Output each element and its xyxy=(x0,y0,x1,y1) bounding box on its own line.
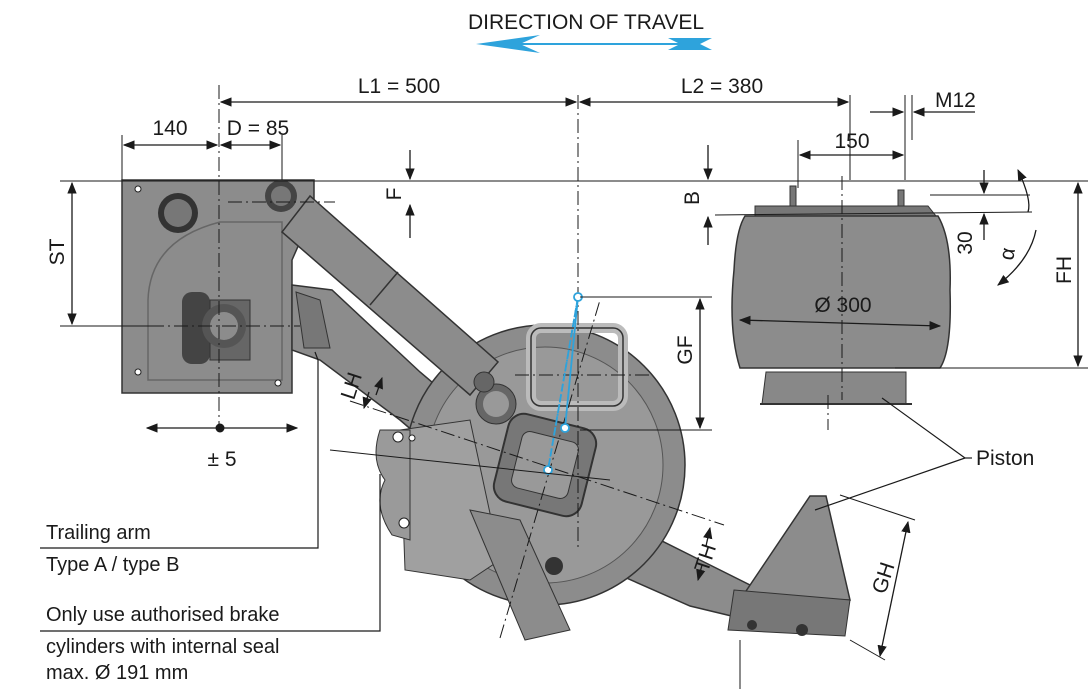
dim-m12: M12 xyxy=(935,89,976,112)
dim-140: 140 xyxy=(152,117,187,140)
reference-points xyxy=(543,292,583,475)
label-piston: Piston xyxy=(976,447,1034,470)
piston xyxy=(727,495,851,637)
brake-drum xyxy=(375,323,686,641)
extension-lines xyxy=(60,95,1088,689)
note-brake-line1: Only use authorised brake xyxy=(46,604,280,626)
dim-30: 30 xyxy=(954,231,977,254)
dim-alpha: α xyxy=(995,246,1020,262)
note-trailing-arm-line2: Type A / type B xyxy=(46,554,180,576)
dim-pm5: ± 5 xyxy=(207,448,236,471)
dim-gh: GH xyxy=(868,559,900,596)
dim-150: 150 xyxy=(834,130,869,153)
leader-lines xyxy=(40,351,972,632)
dim-dia300: Ø 300 xyxy=(814,294,871,317)
dim-f: F xyxy=(383,188,406,201)
hanger-bracket xyxy=(121,179,315,394)
dim-l2: L2 = 380 xyxy=(681,75,763,98)
dim-gf: GF xyxy=(674,335,697,364)
shock-absorber xyxy=(280,194,500,397)
note-brake-line2: cylinders with internal seal xyxy=(46,636,280,658)
dim-l1: L1 = 500 xyxy=(358,75,440,98)
dimension-lines xyxy=(67,97,1083,658)
note-brake-line3: max. Ø 191 mm xyxy=(46,662,189,684)
dim-fh: FH xyxy=(1053,256,1076,284)
dim-d85: D = 85 xyxy=(227,117,289,140)
dim-b: B xyxy=(681,191,704,205)
dim-st: ST xyxy=(46,238,69,265)
title-direction: DIRECTION OF TRAVEL xyxy=(468,11,704,34)
direction-arrow xyxy=(476,35,712,53)
pm5-centre-dot xyxy=(215,423,225,433)
note-trailing-arm-line1: Trailing arm xyxy=(46,522,151,544)
